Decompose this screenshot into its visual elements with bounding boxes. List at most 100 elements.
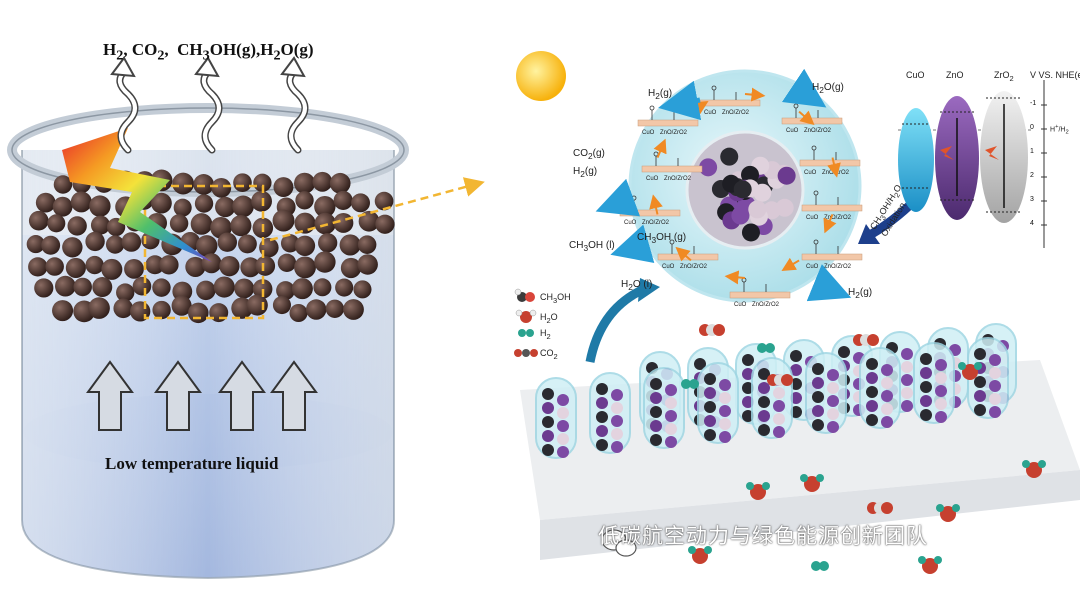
catalyst-particle xyxy=(169,214,189,233)
catalyst-particle xyxy=(353,280,372,299)
svg-text:CuO: CuO xyxy=(662,264,675,270)
axis-tick-label: 0 xyxy=(1030,124,1034,131)
molecule-h2o xyxy=(800,474,824,492)
wechat-icon xyxy=(601,529,637,557)
label-co2g: CO2(g) xyxy=(573,148,605,161)
catalyst-particle xyxy=(194,194,214,213)
svg-text:ZnO/ZrO2: ZnO/ZrO2 xyxy=(680,264,708,270)
label-h2g-mid: H2(g) xyxy=(573,166,598,179)
axis-tick-label: 3 xyxy=(1030,196,1034,203)
svg-text:ZnO/ZrO2: ZnO/ZrO2 xyxy=(722,110,750,116)
catalyst-particle xyxy=(358,210,380,232)
catalyst-particle xyxy=(272,296,291,315)
catalyst-particle xyxy=(237,234,257,254)
svg-text:CuO: CuO xyxy=(786,128,799,134)
legend-h2: H2 xyxy=(540,328,551,341)
svg-text:ZnO/ZrO2: ZnO/ZrO2 xyxy=(664,176,692,182)
sun-icon xyxy=(516,51,566,101)
catalyst-particle xyxy=(289,303,308,323)
catalyst-particle xyxy=(325,299,345,318)
molecule-co2 xyxy=(699,324,725,336)
catalyst-particle xyxy=(253,173,272,192)
catalyst-particle xyxy=(357,254,378,275)
molecule-h2 xyxy=(811,561,829,571)
catalyst-particle xyxy=(35,192,56,213)
light-bolt-icon xyxy=(62,128,212,262)
label-h2o-l: H2O (l) xyxy=(621,279,653,292)
axis-title: V VS. NHE(eV) xyxy=(1030,70,1080,80)
catalyst-particle xyxy=(211,177,232,198)
axis-tick-label: 1 xyxy=(1030,148,1034,155)
catalyst-particle xyxy=(340,257,362,279)
catalyst-particle xyxy=(116,283,135,302)
core-atoms xyxy=(699,147,796,242)
catalyst-particle xyxy=(339,234,361,256)
legend-icons xyxy=(514,288,538,357)
catalyst-particle xyxy=(70,191,92,213)
catalyst-particle xyxy=(251,190,272,212)
catalyst-particle xyxy=(62,237,83,258)
nanorod-array xyxy=(535,323,1017,459)
catalyst-particle xyxy=(145,255,165,275)
oxidation-arrow xyxy=(867,201,914,239)
molecule-h2o xyxy=(958,362,982,380)
catalyst-particle xyxy=(234,278,255,299)
catalyst-particle xyxy=(280,234,300,253)
uptake-arrow xyxy=(585,285,645,363)
svg-text:ZnO/ZrO2: ZnO/ZrO2 xyxy=(804,128,832,134)
catalyst-particle xyxy=(196,235,218,257)
catalyst-particle xyxy=(190,213,213,235)
zoom-box xyxy=(143,184,265,320)
svg-text:CuO: CuO xyxy=(806,264,819,270)
catalyst-particle xyxy=(196,280,216,301)
catalyst-particle xyxy=(201,253,222,274)
catalyst-particle xyxy=(233,173,252,192)
catalyst-particle xyxy=(314,251,336,273)
catalyst-particle xyxy=(329,172,351,194)
catalyst-particle xyxy=(294,235,316,256)
catalyst-particle xyxy=(217,232,237,252)
svg-text:CuO: CuO xyxy=(624,220,637,226)
svg-text:CuO: CuO xyxy=(804,170,817,176)
catalyst-particle xyxy=(232,195,254,218)
catalyst-particle xyxy=(291,278,313,300)
catalyst-particle xyxy=(294,256,316,279)
molecule-h2o xyxy=(1022,460,1046,478)
catalyst-particle xyxy=(230,215,252,237)
catalyst-particle xyxy=(41,235,61,255)
catalyst-particle xyxy=(34,278,54,298)
molecule-h2o xyxy=(746,482,770,500)
catalyst-particle xyxy=(159,255,179,275)
svg-text:CuO: CuO xyxy=(646,176,659,182)
heat-flow-arrows xyxy=(86,360,318,431)
catalyst-particle xyxy=(188,302,209,324)
catalyst-particle xyxy=(151,192,172,214)
catalyst-particle xyxy=(294,172,316,194)
catalyst-particle xyxy=(52,300,74,322)
catalyst-particle xyxy=(152,300,171,320)
catalyst-particle xyxy=(246,294,268,316)
catalyst-particle xyxy=(132,276,152,296)
catalyst-particle xyxy=(213,276,235,298)
molecule-h2o xyxy=(688,546,712,564)
catalyst-particle xyxy=(294,212,316,234)
zoom-arrow xyxy=(269,177,485,242)
legend-ch3oh: CH3OH xyxy=(540,292,571,305)
product-arrows xyxy=(595,68,852,302)
label-h2g-top: H2(g) xyxy=(648,88,673,101)
catalyst-particle xyxy=(357,235,377,254)
catalyst-particle xyxy=(113,298,133,319)
catalyst-particle xyxy=(335,278,354,297)
catalyst-particle xyxy=(152,278,171,297)
svg-text:CuO: CuO xyxy=(806,215,819,221)
catalyst-particle xyxy=(351,193,370,213)
svg-text:ZnO/ZrO2: ZnO/ZrO2 xyxy=(642,220,670,226)
catalyst-particle xyxy=(314,212,336,235)
catalyst-particle xyxy=(252,279,273,299)
catalyst-particle xyxy=(219,256,240,277)
